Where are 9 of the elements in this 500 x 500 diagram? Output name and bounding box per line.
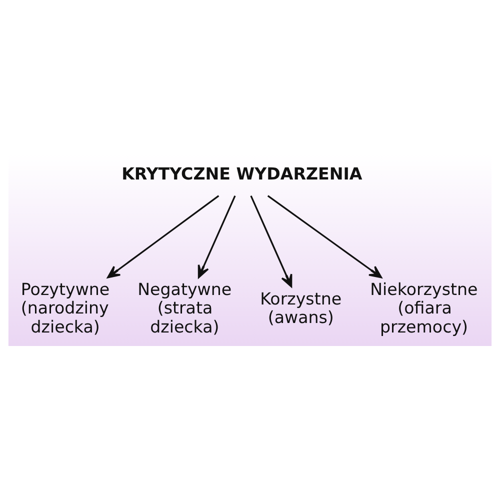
node-text: Niekorzystne (ofiara przemocy): [370, 280, 478, 336]
node-text: KRYTYCZNE WYDARZENIA: [122, 164, 362, 184]
node-text: Negatywne (strata dziecka): [138, 280, 232, 336]
arrow: [107, 195, 220, 278]
arrow: [250, 195, 292, 288]
arrow: [198, 195, 236, 278]
node-text: Korzystne (awans): [260, 289, 342, 327]
arrow: [267, 195, 382, 278]
node-text: Pozytywne (narodziny dziecka): [20, 280, 110, 336]
